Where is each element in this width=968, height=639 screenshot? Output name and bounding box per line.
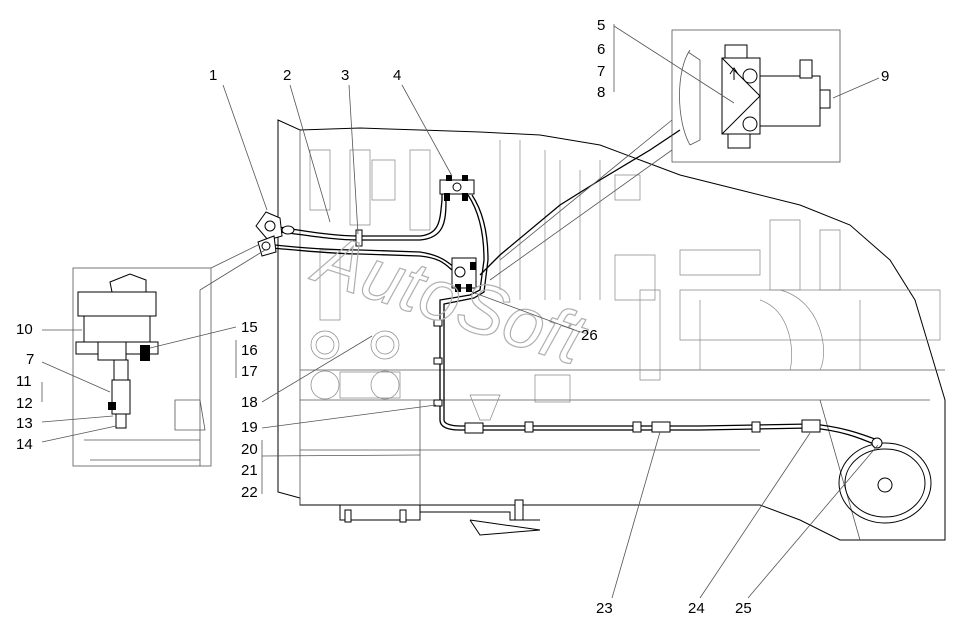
pipe-fittings [355, 229, 883, 449]
callout-21: 21 [241, 462, 258, 479]
callout-1: 1 [209, 67, 218, 84]
callout-7-left: 7 [26, 351, 35, 368]
callout-9: 9 [881, 68, 890, 85]
watermark-text: AutoSoft [303, 217, 597, 381]
callout-19: 19 [241, 419, 258, 436]
callout-10: 10 [16, 321, 33, 338]
valve-lower [451, 257, 477, 292]
callout-11: 11 [16, 373, 32, 390]
callout-18: 18 [241, 394, 258, 411]
pulley [838, 442, 932, 524]
callout-2: 2 [283, 67, 292, 84]
callout-17: 17 [241, 363, 258, 380]
callout-16: 16 [241, 342, 258, 359]
callout-6: 6 [597, 41, 606, 58]
callout-4: 4 [393, 67, 402, 84]
callout-15: 15 [241, 319, 258, 336]
callout-13: 13 [16, 415, 33, 432]
callout-25: 25 [735, 600, 752, 617]
watermark: AutoSoft [302, 217, 597, 382]
fitting-left [255, 211, 295, 257]
callout-8: 8 [597, 84, 606, 101]
piping [265, 129, 881, 446]
callout-3: 3 [341, 67, 350, 84]
callout-7: 7 [597, 63, 606, 80]
callout-12: 12 [16, 395, 33, 412]
callout-22: 22 [241, 484, 258, 501]
valve-upper [439, 175, 475, 201]
callout-5: 5 [597, 17, 606, 34]
drive-shaft [339, 499, 541, 536]
callout-24: 24 [688, 600, 705, 617]
engine-block-outline [277, 119, 946, 541]
detail-inset-valve [489, 29, 841, 281]
detail-inset-filter [72, 244, 266, 467]
callout-14: 14 [16, 436, 33, 453]
callout-23: 23 [596, 600, 613, 617]
callout-20: 20 [241, 441, 258, 458]
callout-26: 26 [581, 327, 598, 344]
leader-lines [41, 24, 880, 599]
